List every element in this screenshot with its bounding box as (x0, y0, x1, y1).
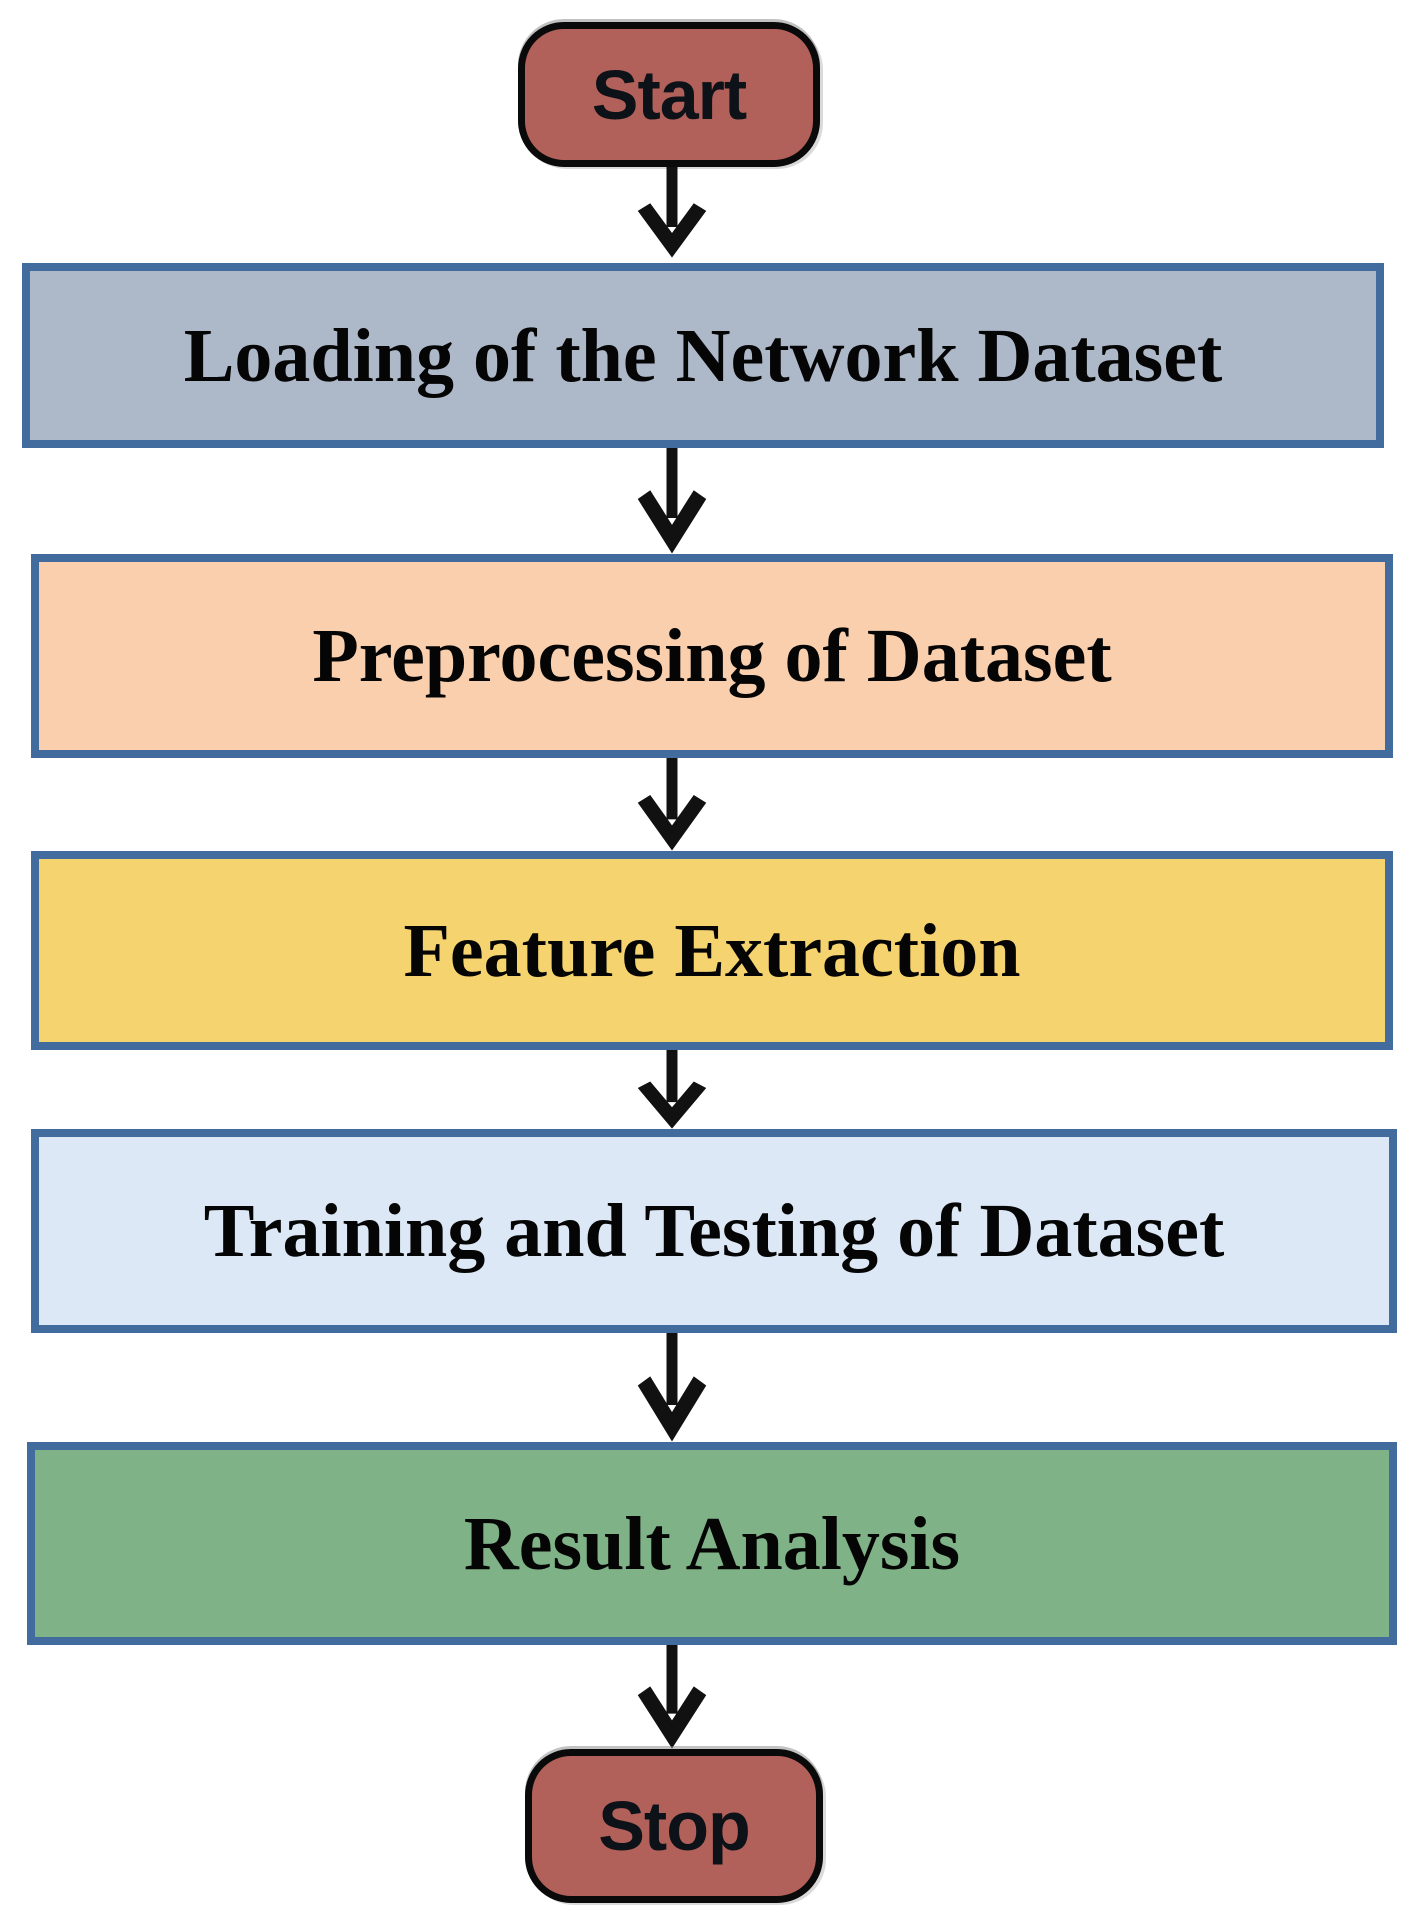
step-label: Loading of the Network Dataset (183, 313, 1223, 398)
step-preprocessing: Preprocessing of Dataset (31, 554, 1393, 758)
stop-label: Stop (598, 1787, 751, 1865)
step-feature-extraction: Feature Extraction (31, 851, 1393, 1050)
stop-terminal: Stop (525, 1749, 823, 1903)
step-label: Training and Testing of Dataset (203, 1189, 1225, 1273)
down-arrow-icon (637, 167, 707, 258)
down-arrow-icon (637, 758, 707, 851)
down-arrow-icon (637, 448, 707, 554)
start-label: Start (591, 55, 747, 134)
step-result-analysis: Result Analysis (27, 1442, 1397, 1645)
step-training-testing: Training and Testing of Dataset (31, 1129, 1397, 1333)
down-arrow-icon (637, 1050, 707, 1129)
down-arrow-icon (637, 1333, 707, 1442)
down-arrow-icon (637, 1645, 707, 1749)
step-loading-dataset: Loading of the Network Dataset (22, 263, 1384, 448)
step-label: Preprocessing of Dataset (312, 614, 1112, 698)
step-label: Result Analysis (463, 1501, 961, 1586)
start-terminal: Start (518, 22, 820, 167)
step-label: Feature Extraction (403, 908, 1021, 993)
